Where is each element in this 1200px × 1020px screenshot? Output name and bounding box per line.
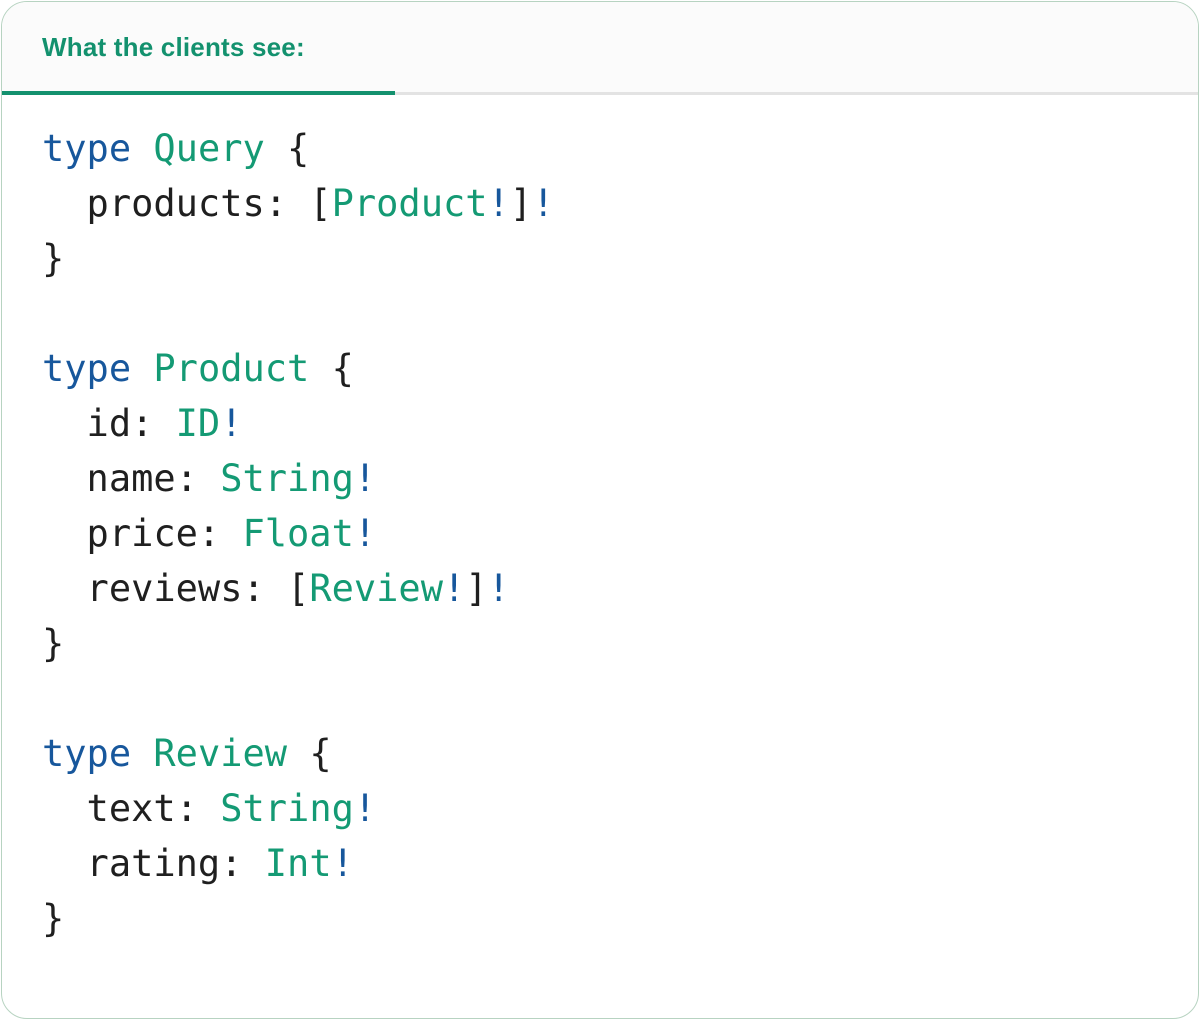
code-token: ! [487, 182, 510, 225]
code-token: { [287, 732, 332, 775]
code-token: ! [442, 567, 466, 610]
code-token [131, 347, 153, 390]
code-line: } [42, 616, 1158, 671]
code-token [131, 127, 153, 170]
code-token: ! [487, 567, 510, 610]
code-token: Query [153, 127, 265, 170]
code-token: Review [309, 567, 443, 610]
code-token: ! [331, 842, 354, 885]
code-token: reviews: [ [42, 567, 310, 610]
code-token: id: [42, 402, 176, 445]
code-token: products: [ [42, 182, 332, 225]
code-line: } [42, 231, 1158, 286]
code-line [42, 286, 1158, 341]
code-token: name: [42, 457, 221, 500]
code-token: type [42, 732, 132, 775]
code-line: id: ID! [42, 396, 1158, 451]
code-line: type Product { [42, 341, 1158, 396]
code-token: { [309, 347, 354, 390]
code-token: ] [465, 567, 488, 610]
code-line: name: String! [42, 451, 1158, 506]
code-token: ! [532, 182, 555, 225]
code-line: type Review { [42, 726, 1158, 781]
code-token: Product [153, 347, 310, 390]
code-line: price: Float! [42, 506, 1158, 561]
code-token: { [264, 127, 310, 170]
code-line: } [42, 891, 1158, 946]
code-token: String [220, 457, 354, 500]
code-line: rating: Int! [42, 836, 1158, 891]
code-line: products: [Product!]! [42, 176, 1158, 231]
code-token: ! [353, 512, 377, 555]
code-token: } [42, 237, 65, 280]
panel-header: What the clients see: [2, 2, 1198, 95]
code-token: type [42, 347, 132, 390]
code-line: text: String! [42, 781, 1158, 836]
code-token: } [42, 622, 65, 665]
code-token: ! [353, 787, 377, 830]
code-token: rating: [42, 842, 265, 885]
code-token: price: [42, 512, 243, 555]
code-token: ] [509, 182, 533, 225]
code-line: reviews: [Review!]! [42, 561, 1158, 616]
tab-clients-view[interactable]: What the clients see: [42, 32, 305, 63]
code-token: Review [153, 732, 288, 775]
code-token: ! [220, 402, 243, 445]
code-token: Int [264, 842, 332, 885]
code-token: Float [242, 512, 354, 555]
code-token: } [42, 897, 65, 940]
code-token: text: [42, 787, 221, 830]
code-token: ! [353, 457, 377, 500]
active-tab-underline [2, 91, 395, 95]
code-token [131, 732, 153, 775]
code-token: String [220, 787, 354, 830]
code-line: type Query { [42, 121, 1158, 176]
code-token: type [42, 127, 132, 170]
panel-title: What the clients see: [42, 31, 305, 62]
code-token: Product [331, 182, 488, 225]
code-token: ID [175, 402, 221, 445]
code-block: type Query { products: [Product!]!}type … [2, 95, 1198, 986]
code-line [42, 671, 1158, 726]
